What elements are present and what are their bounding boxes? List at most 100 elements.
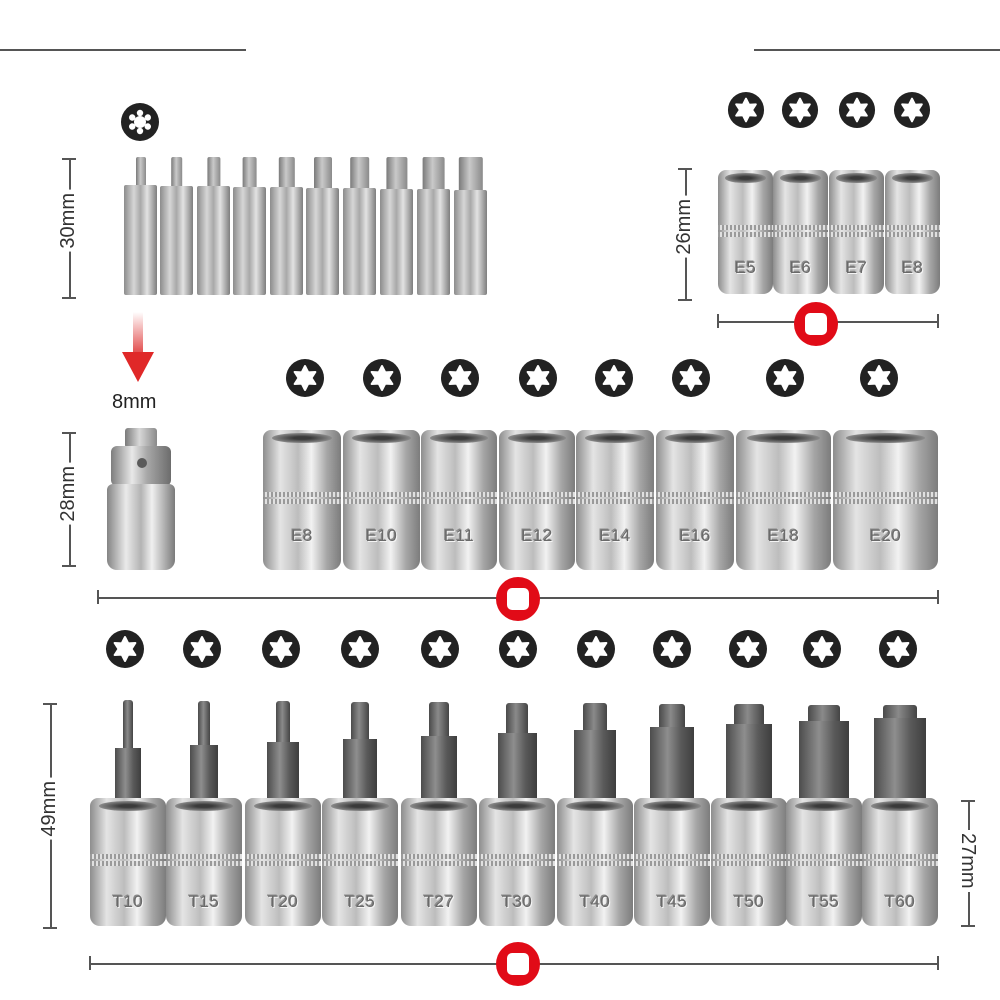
knurl-ring: [90, 861, 166, 866]
knurl-ring: [773, 232, 828, 237]
screwdriver-bit: [306, 157, 339, 295]
knurl-ring: [711, 861, 787, 866]
torx-star-icon: [879, 630, 917, 668]
knurl-ring: [829, 232, 884, 237]
bit-tip: [278, 157, 295, 189]
torx-tip: [658, 703, 686, 731]
esmall-dim-tick-top: [678, 168, 692, 170]
bit-hex: [197, 186, 230, 295]
square-drive-icon: [496, 942, 540, 986]
socket: E12: [499, 430, 575, 570]
socket-mouth: [665, 433, 725, 443]
knurl-ring: [263, 499, 341, 504]
socket-mouth: [747, 433, 820, 443]
socket-mouth: [410, 801, 468, 811]
bit-tip: [206, 157, 221, 188]
torx-tip: [429, 702, 449, 738]
bit-hex: [343, 188, 376, 295]
socket-mouth: [845, 433, 926, 443]
knurl-ring: [829, 225, 884, 230]
bit-tip: [349, 157, 370, 190]
socket: T20: [245, 798, 321, 926]
knurl-ring: [479, 854, 555, 859]
e-width-tick-right: [937, 590, 939, 604]
socket-label: T40: [579, 892, 611, 911]
socket-mouth: [175, 801, 233, 811]
square-drive-icon: [496, 577, 540, 621]
knurl-ring: [343, 499, 420, 504]
screwdriver-bit: [270, 157, 303, 295]
knurl-ring: [421, 499, 497, 504]
torx-hex-shank: [115, 748, 141, 805]
socket-label: E6: [789, 258, 812, 277]
socket: E8: [263, 430, 341, 570]
torx-star-icon: [519, 359, 557, 397]
adapter: [107, 428, 175, 570]
t-body-dim-tick-bottom: [961, 925, 975, 927]
knurl-ring: [245, 861, 321, 866]
bit-hex: [306, 187, 339, 295]
torx-hex-shank: [497, 733, 537, 805]
screwdriver-bit: [124, 157, 157, 295]
bit-hex: [124, 185, 157, 295]
torx-star-icon: [286, 359, 324, 397]
knurl-ring: [263, 492, 341, 497]
torx-tip: [123, 700, 133, 748]
socket: T10: [90, 798, 166, 926]
socket: T15: [166, 798, 242, 926]
bit-tip: [170, 157, 183, 188]
knurl-ring: [166, 854, 242, 859]
knurl-ring: [343, 492, 420, 497]
knurl-ring: [718, 225, 773, 230]
torx-star-icon: [766, 359, 804, 397]
torx-star-icon: [595, 359, 633, 397]
knurl-ring: [833, 499, 938, 504]
socket-mouth: [488, 801, 546, 811]
torx-star-icon: [262, 630, 300, 668]
knurl-ring: [557, 854, 633, 859]
torx-tip: [197, 700, 211, 746]
torx-tip: [275, 701, 291, 743]
screwdriver-bit: [417, 157, 450, 295]
t-dim-tick-bottom: [43, 927, 57, 929]
socket: T40: [557, 798, 633, 926]
torx-hex-shank: [574, 730, 616, 805]
socket-label: T25: [344, 892, 376, 911]
knurl-ring: [773, 225, 828, 230]
socket: E14: [576, 430, 654, 570]
bit-hex: [233, 186, 266, 295]
bit-tip: [242, 157, 257, 189]
torx-hex-shank: [799, 721, 849, 805]
socket-label: T60: [884, 892, 916, 911]
arrow-down-icon: [133, 312, 143, 356]
torx-hex-shank: [725, 724, 773, 805]
socket-label: E20: [869, 526, 902, 545]
torx-tip: [582, 703, 608, 733]
screwdriver-bit: [343, 157, 376, 295]
socket-mouth: [331, 801, 389, 811]
torx-star-icon: [363, 359, 401, 397]
socket: E7: [829, 170, 884, 294]
knurl-ring: [421, 492, 497, 497]
esmall-width-tick-right: [937, 314, 939, 328]
bits-dim-tick-bottom: [62, 297, 76, 299]
torx-star-icon: [860, 359, 898, 397]
socket-mouth: [643, 801, 701, 811]
socket: T55: [786, 798, 862, 926]
torx-hex-shank: [420, 736, 458, 805]
knurl-ring: [885, 225, 940, 230]
torx-star-icon: [183, 630, 221, 668]
socket: E20: [833, 430, 938, 570]
t-dim-tick-top: [43, 703, 57, 705]
socket-mouth: [99, 801, 157, 811]
torx-hex-shank: [874, 718, 926, 805]
adapter-dim-tick-bottom: [62, 565, 76, 567]
t-dim-label: 49mm: [38, 778, 60, 840]
socket-label: E12: [521, 526, 553, 545]
torx-hex-shank: [343, 739, 377, 805]
bit-hex: [380, 188, 413, 295]
t-width-tick-left: [89, 956, 91, 970]
t-width-tick-right: [937, 956, 939, 970]
socket-label: T55: [808, 892, 840, 911]
knurl-ring: [245, 854, 321, 859]
